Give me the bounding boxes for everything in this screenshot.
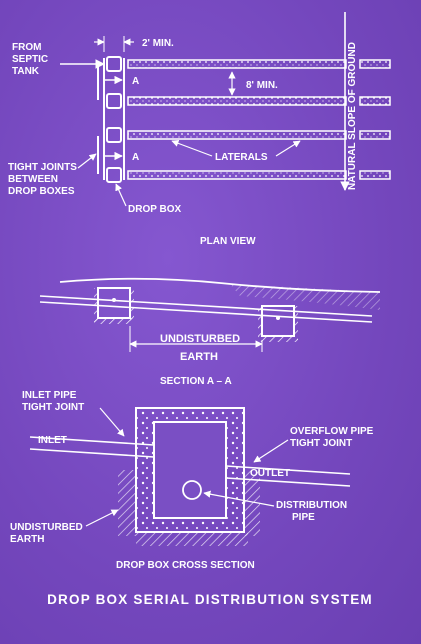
section-aa-caption: SECTION A – A (160, 376, 232, 387)
dim-8ft-label: 8' MIN. (246, 80, 278, 91)
from-septic-label-2: SEPTIC (12, 54, 48, 65)
inlet-label: INLET (38, 435, 67, 446)
tight-joints-label-3: DROP BOXES (8, 186, 75, 197)
distribution-pipe-label-1: DISTRIBUTION (276, 500, 347, 511)
lateral-row-1 (106, 56, 391, 72)
distribution-pipe-label-2: PIPE (292, 512, 315, 523)
plan-view-caption: PLAN VIEW (200, 236, 256, 247)
lateral-row-3 (106, 127, 391, 143)
drop-box-interior (153, 421, 227, 519)
drop-box-cross-section: INLET INLET PIPE TIGHT JOINT OUTLET OVER… (10, 390, 374, 571)
outlet-label: OUTLET (250, 468, 290, 479)
from-septic-label-3: TANK (12, 66, 40, 77)
tight-joints-label-1: TIGHT JOINTS (8, 162, 77, 173)
diagram-title: DROP BOX SERIAL DISTRIBUTION SYSTEM (47, 592, 373, 607)
inlet-pipe-label-2: TIGHT JOINT (22, 402, 84, 413)
cross-undisturbed-label-1: UNDISTURBED (10, 522, 83, 533)
cross-undisturbed-label-2: EARTH (10, 534, 44, 545)
lateral-row-2 (106, 93, 391, 109)
section-undisturbed-label-2: EARTH (180, 351, 218, 363)
dim-2ft-label: 2' MIN. (142, 38, 174, 49)
slope-label: NATURAL SLOPE OF GROUND (347, 42, 358, 190)
overflow-pipe-label-1: OVERFLOW PIPE (290, 426, 374, 437)
cross-section-caption: DROP BOX CROSS SECTION (116, 560, 255, 571)
section-mark-a-top: A (132, 76, 139, 87)
section-undisturbed-label-1: UNDISTURBED (160, 333, 240, 345)
section-mark-a-bottom: A (132, 152, 139, 163)
plan-view: FROM SEPTIC TANK 2' MIN. 8' MIN. A A LAT… (8, 12, 391, 247)
distribution-pipe (182, 480, 202, 500)
section-drop-box-left (97, 287, 131, 319)
section-aa: UNDISTURBED EARTH SECTION A – A (39, 277, 381, 387)
tight-joints-label-2: BETWEEN (8, 174, 58, 185)
overflow-pipe-label-2: TIGHT JOINT (290, 438, 352, 449)
from-septic-label-1: FROM (12, 42, 41, 53)
laterals-label: LATERALS (215, 152, 268, 163)
drop-box-label: DROP BOX (128, 204, 181, 215)
lateral-row-4 (106, 167, 391, 183)
inlet-pipe-label-1: INLET PIPE (22, 390, 77, 401)
